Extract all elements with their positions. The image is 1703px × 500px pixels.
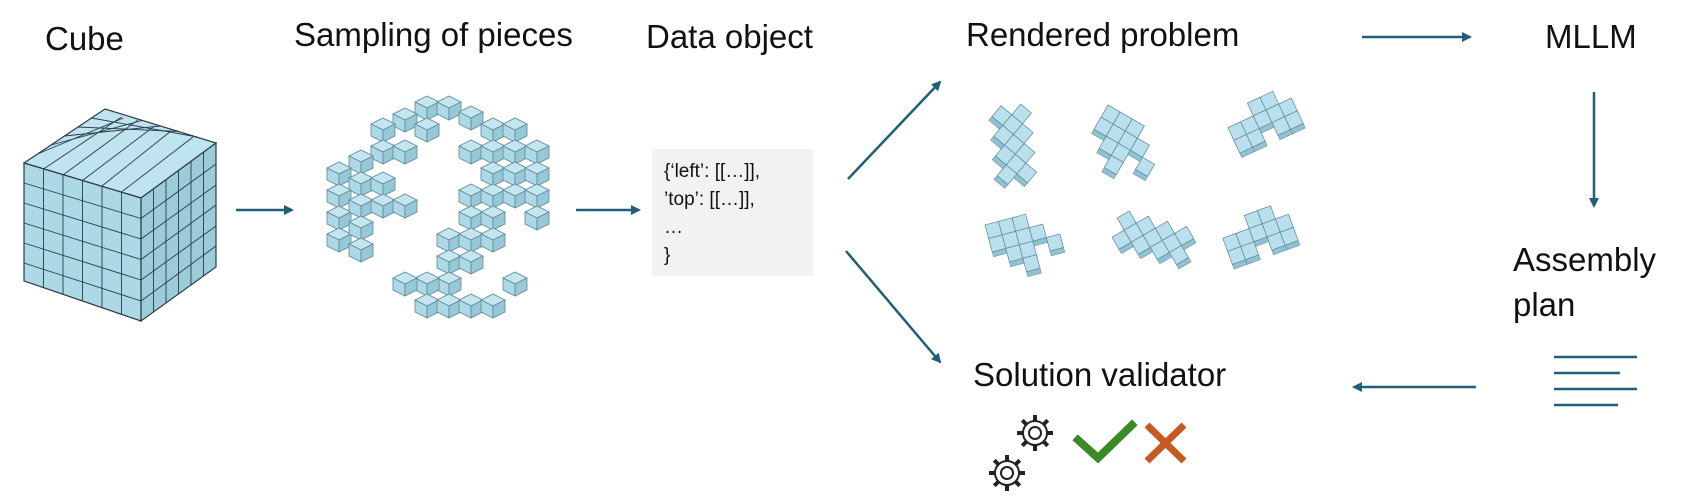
code-line: } — [664, 245, 671, 266]
cross-icon — [1144, 422, 1187, 464]
code-line: ’top’: [[…]], — [664, 189, 755, 210]
stage-label-mllm: MLLM — [1545, 18, 1637, 55]
gears-icon — [989, 415, 1053, 491]
code-line: … — [664, 217, 683, 238]
check-icon — [1072, 419, 1138, 464]
stage-label-rendered: Rendered problem — [966, 16, 1240, 53]
stage-label-sampling: Sampling of pieces — [294, 16, 573, 53]
stage-label-cube: Cube — [45, 20, 124, 57]
arrow-data-to-rendered — [847, 80, 942, 180]
arrow-data-to-validator — [845, 250, 942, 364]
rendered-pieces-graphic — [984, 90, 1306, 277]
stage-label-data-object: Data object — [646, 18, 813, 55]
stage-label-validator: Solution validator — [973, 356, 1227, 393]
cube-graphic — [22, 108, 218, 323]
sampled-pieces-graphic — [326, 95, 550, 319]
stage-label-assembly: Assembly — [1513, 241, 1657, 278]
lines-icon — [1554, 355, 1637, 407]
code-line: {‘left’: [[…]], — [664, 161, 761, 182]
stage-label-plan: plan — [1513, 286, 1576, 323]
data-object-box: {‘left’: [[…]], ’top’: [[…]], … } — [652, 149, 813, 276]
